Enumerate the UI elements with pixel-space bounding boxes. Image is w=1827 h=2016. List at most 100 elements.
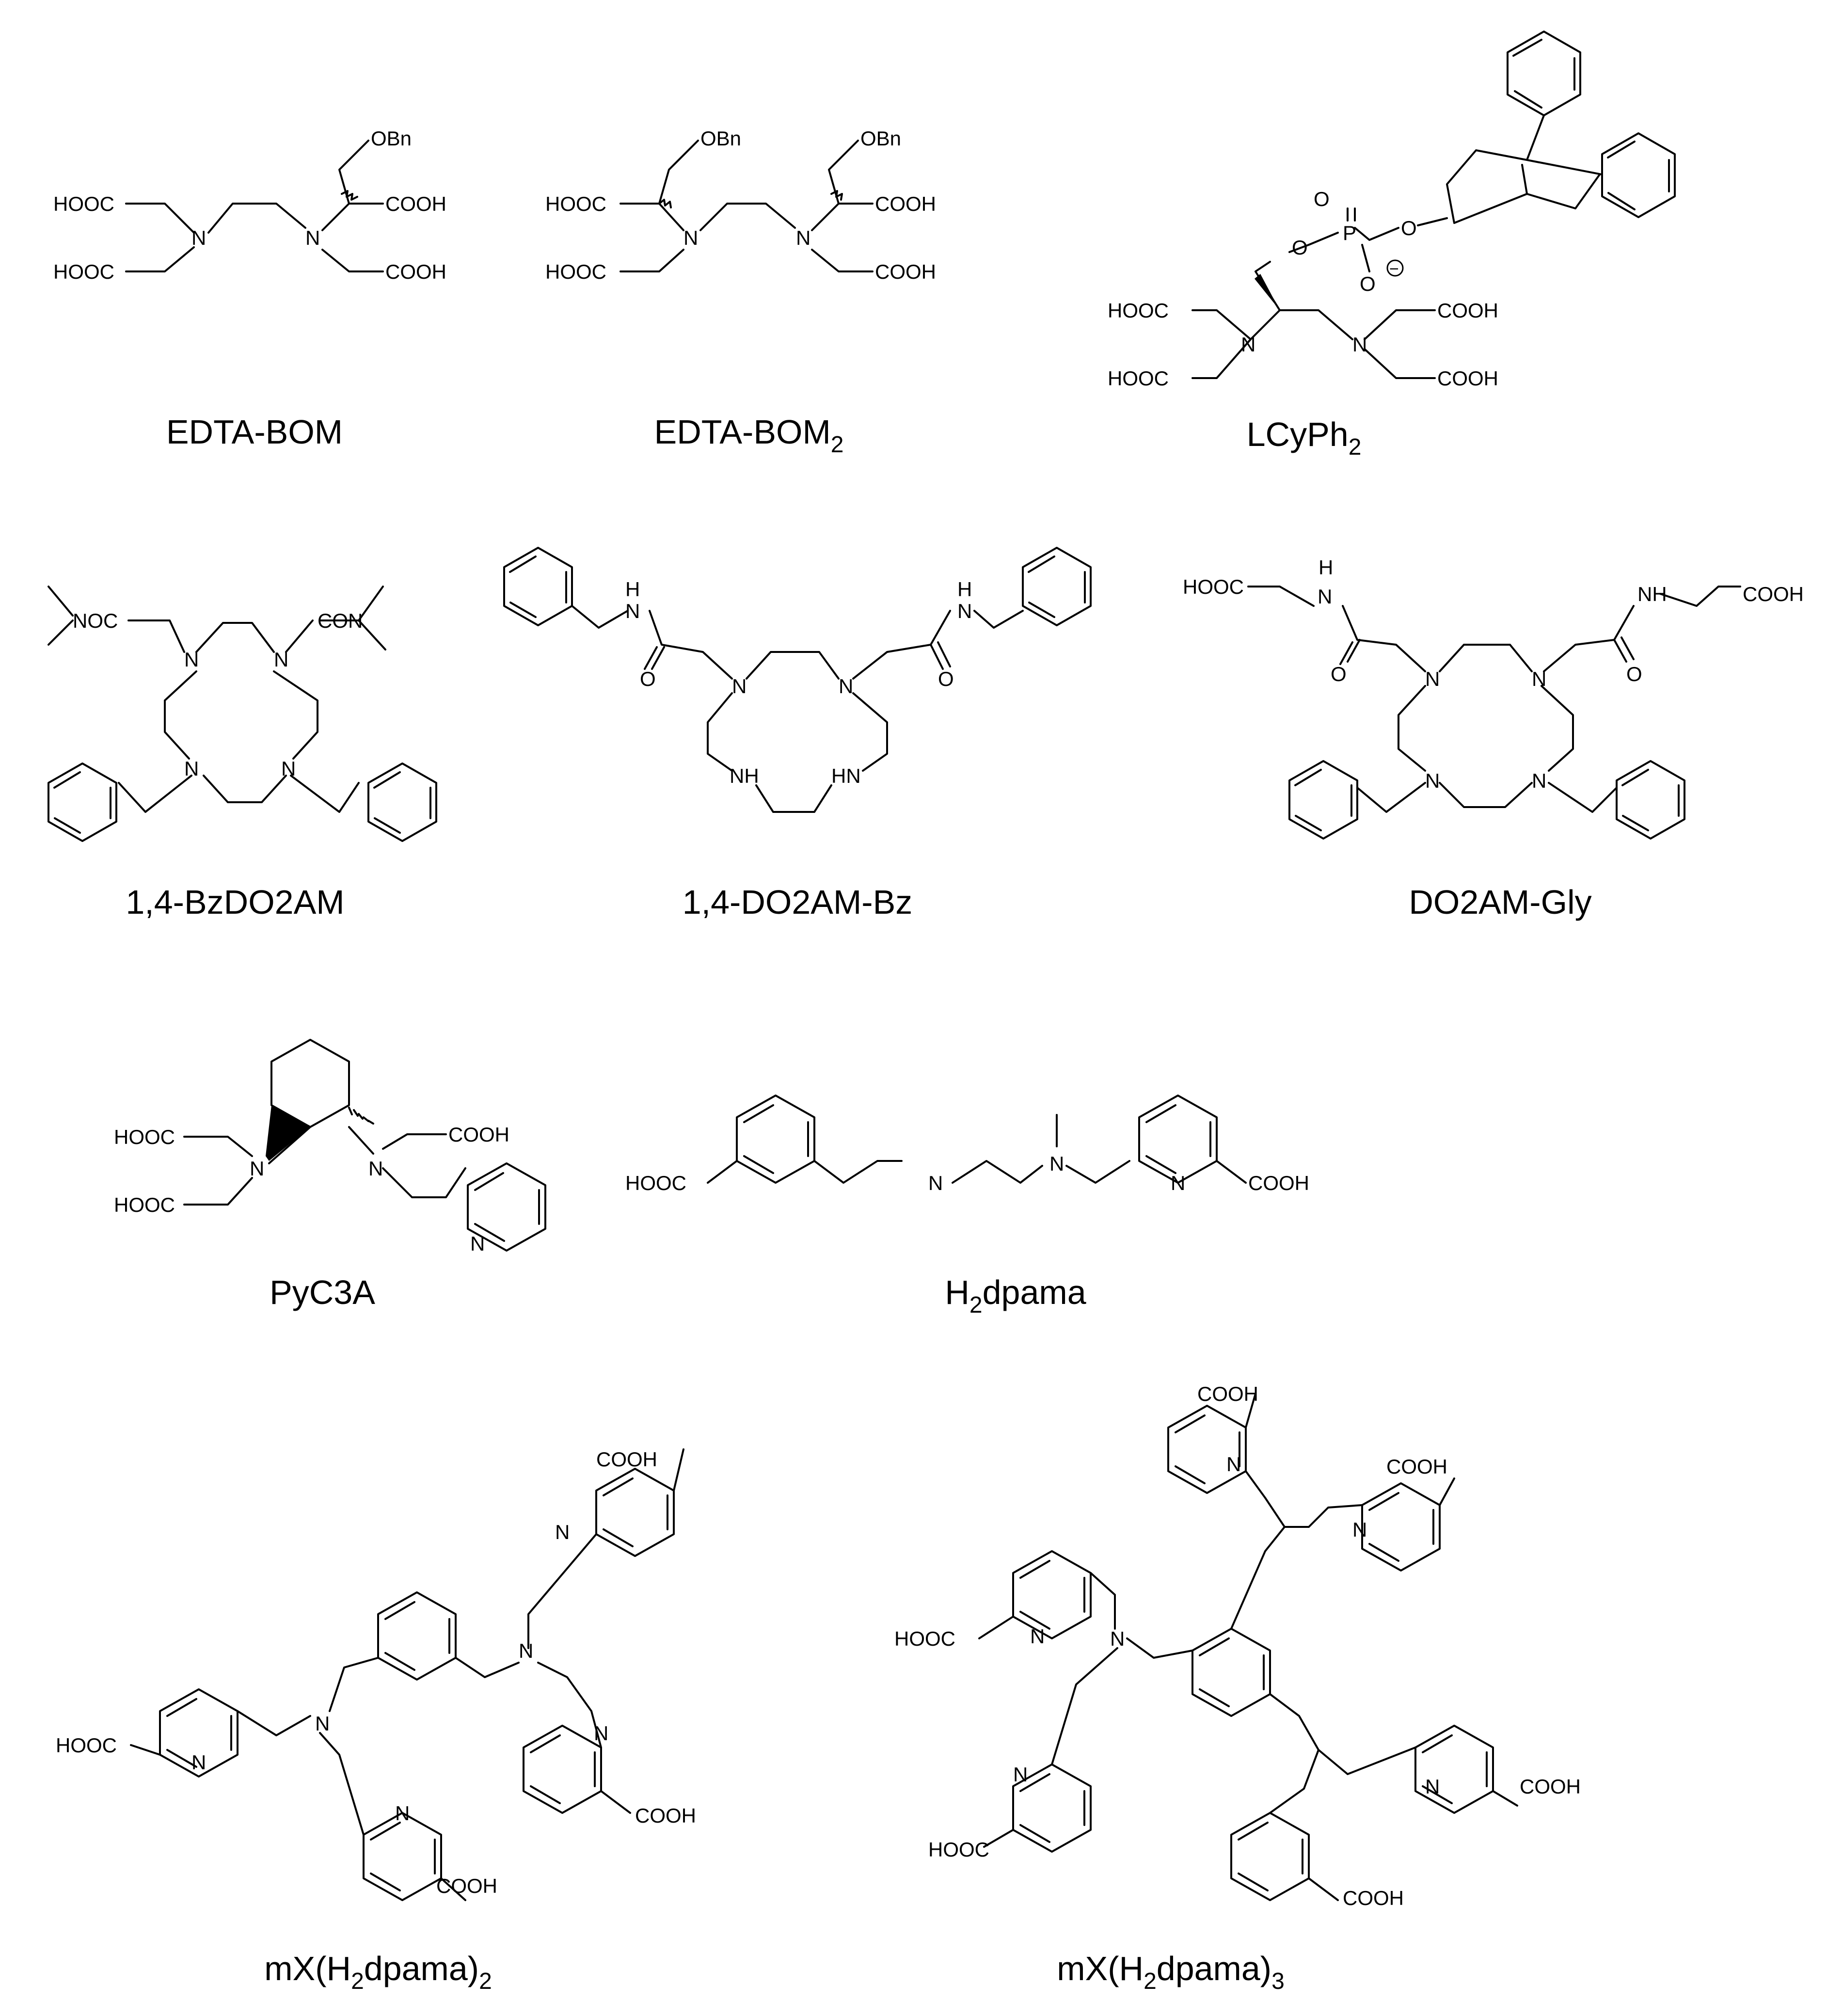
label-cooh: COOH (1343, 1887, 1404, 1909)
structure-do2am-gly: HOOC H N NH COOH O O N N N N DO2AM-Gly (1183, 556, 1804, 921)
structure-pyc3a: HOOC HOOC N N COOH N PyC3A (114, 1039, 546, 1311)
label-n: N (1049, 1152, 1064, 1175)
label-cooh: COOH (1437, 367, 1498, 390)
label-o: O (938, 667, 954, 690)
label-h: H (957, 578, 972, 601)
structure-mx-h2dpama-3: COOH N COOH N HOOC N N N HOOC N COOH COO… (894, 1382, 1581, 1994)
caption-pyc3a: PyC3A (270, 1273, 375, 1311)
structure-edta-bom2: HOOC HOOC N N OBn OBn COOH COOH EDTA-BOM… (545, 127, 936, 458)
label-o: O (640, 667, 656, 690)
label-o: O (1626, 663, 1642, 685)
caption-mx-h2dpama-3: mX(H2dpama)3 (1057, 1950, 1285, 1994)
label-n: N (191, 1751, 206, 1774)
label-o: O (1331, 663, 1347, 685)
label-con: CON (318, 609, 363, 632)
label-hooc: HOOC (56, 1734, 117, 1757)
label-n: N (1030, 1625, 1045, 1648)
label-cooh: COOH (436, 1874, 497, 1897)
label-obn: OBn (860, 127, 901, 150)
label-p: P (1343, 222, 1356, 244)
caption-lcyph2: LCyPh2 (1247, 415, 1362, 460)
label-n: N (594, 1722, 608, 1745)
label-cooh: COOH (1248, 1172, 1309, 1194)
label-h: H (625, 578, 640, 601)
label-cooh: COOH (635, 1804, 696, 1827)
label-o: O (1314, 188, 1330, 210)
label-nh: NH (1637, 583, 1667, 605)
label-n: N (683, 226, 698, 249)
label-n: N (281, 757, 296, 780)
structure-mx-h2dpama-2: HOOC N N N COOH N N N COOH COOH mX(H2dpa… (56, 1448, 696, 1994)
label-n: N (555, 1521, 570, 1543)
label-n: N (250, 1157, 264, 1180)
label-hooc: HOOC (545, 192, 606, 215)
label-h: H (1319, 556, 1333, 579)
label-n: N (1425, 667, 1440, 690)
label-cooh: COOH (875, 192, 936, 215)
label-hooc: HOOC (894, 1627, 955, 1650)
label-o: O (1292, 236, 1308, 259)
label-n: N (957, 600, 972, 622)
label-cooh: COOH (385, 192, 446, 215)
structure-1-4-bzdo2am: NOC CON N N N N 1,4-BzDO2AM (48, 586, 437, 921)
label-obn: OBn (700, 127, 741, 150)
label-o: O (1401, 217, 1417, 239)
label-n: N (928, 1172, 943, 1194)
label-n: N (184, 648, 199, 671)
label-n: N (274, 648, 288, 671)
caption-1-4-bzdo2am: 1,4-BzDO2AM (126, 883, 344, 921)
label-n: N (470, 1232, 485, 1255)
label-n: N (625, 600, 640, 622)
label-n: N (1318, 585, 1332, 608)
structure-edta-bom: HOOC HOOC N N OBn COOH COOH EDTA-BOM (53, 127, 446, 451)
caption-do2am-gly: DO2AM-Gly (1409, 883, 1591, 921)
label-n: N (1013, 1763, 1028, 1786)
label-n: N (1171, 1172, 1185, 1194)
label-n: N (1425, 769, 1440, 792)
label-hooc: HOOC (53, 260, 114, 283)
label-n: N (315, 1712, 330, 1735)
label-hooc: HOOC (545, 260, 606, 283)
label-n: N (184, 757, 199, 780)
label-n: N (1110, 1627, 1125, 1650)
structure-1-4-do2am-bz: H N H N O O N N NH HN 1,4-DO2AM-Bz (503, 547, 1092, 921)
label-n: N (1241, 333, 1255, 356)
label-n: N (732, 675, 747, 698)
caption-1-4-do2am-bz: 1,4-DO2AM-Bz (683, 883, 913, 921)
label-hooc: HOOC (114, 1193, 175, 1216)
label-hn: HN (831, 764, 861, 787)
caption-edta-bom: EDTA-BOM (166, 413, 343, 451)
label-n: N (1532, 769, 1546, 792)
label-n: N (1352, 1518, 1367, 1541)
label-hooc: HOOC (1108, 299, 1169, 322)
label-hooc: HOOC (114, 1126, 175, 1148)
label-hooc: HOOC (928, 1838, 989, 1861)
label-hooc: HOOC (625, 1172, 686, 1194)
label-n: N (395, 1802, 410, 1825)
label-cooh: COOH (1743, 583, 1804, 605)
caption-mx-h2dpama-2: mX(H2dpama)2 (264, 1950, 492, 1994)
label-cooh: COOH (1386, 1455, 1447, 1478)
label-n: N (191, 226, 206, 249)
label-n: N (796, 226, 810, 249)
structure-h2dpama: HOOC N N N COOH H2dpama (625, 1095, 1309, 1318)
label-n: N (305, 226, 320, 249)
label-hooc: HOOC (1108, 367, 1169, 390)
label-obn: OBn (371, 127, 412, 150)
caption-h2dpama: H2dpama (945, 1273, 1086, 1318)
label-noc: NOC (73, 609, 118, 632)
label-charge: − (1389, 260, 1399, 278)
label-n: N (519, 1639, 533, 1662)
label-n: N (1352, 333, 1367, 356)
label-cooh: COOH (1437, 299, 1498, 322)
caption-edta-bom2: EDTA-BOM2 (654, 413, 844, 458)
label-cooh: COOH (1520, 1775, 1581, 1798)
label-n: N (1425, 1775, 1440, 1798)
label-hooc: HOOC (1183, 575, 1244, 598)
label-cooh: COOH (1197, 1382, 1258, 1405)
label-cooh: COOH (596, 1448, 657, 1471)
label-hooc: HOOC (53, 192, 114, 215)
label-o: O (1360, 272, 1376, 295)
label-cooh: COOH (875, 260, 936, 283)
